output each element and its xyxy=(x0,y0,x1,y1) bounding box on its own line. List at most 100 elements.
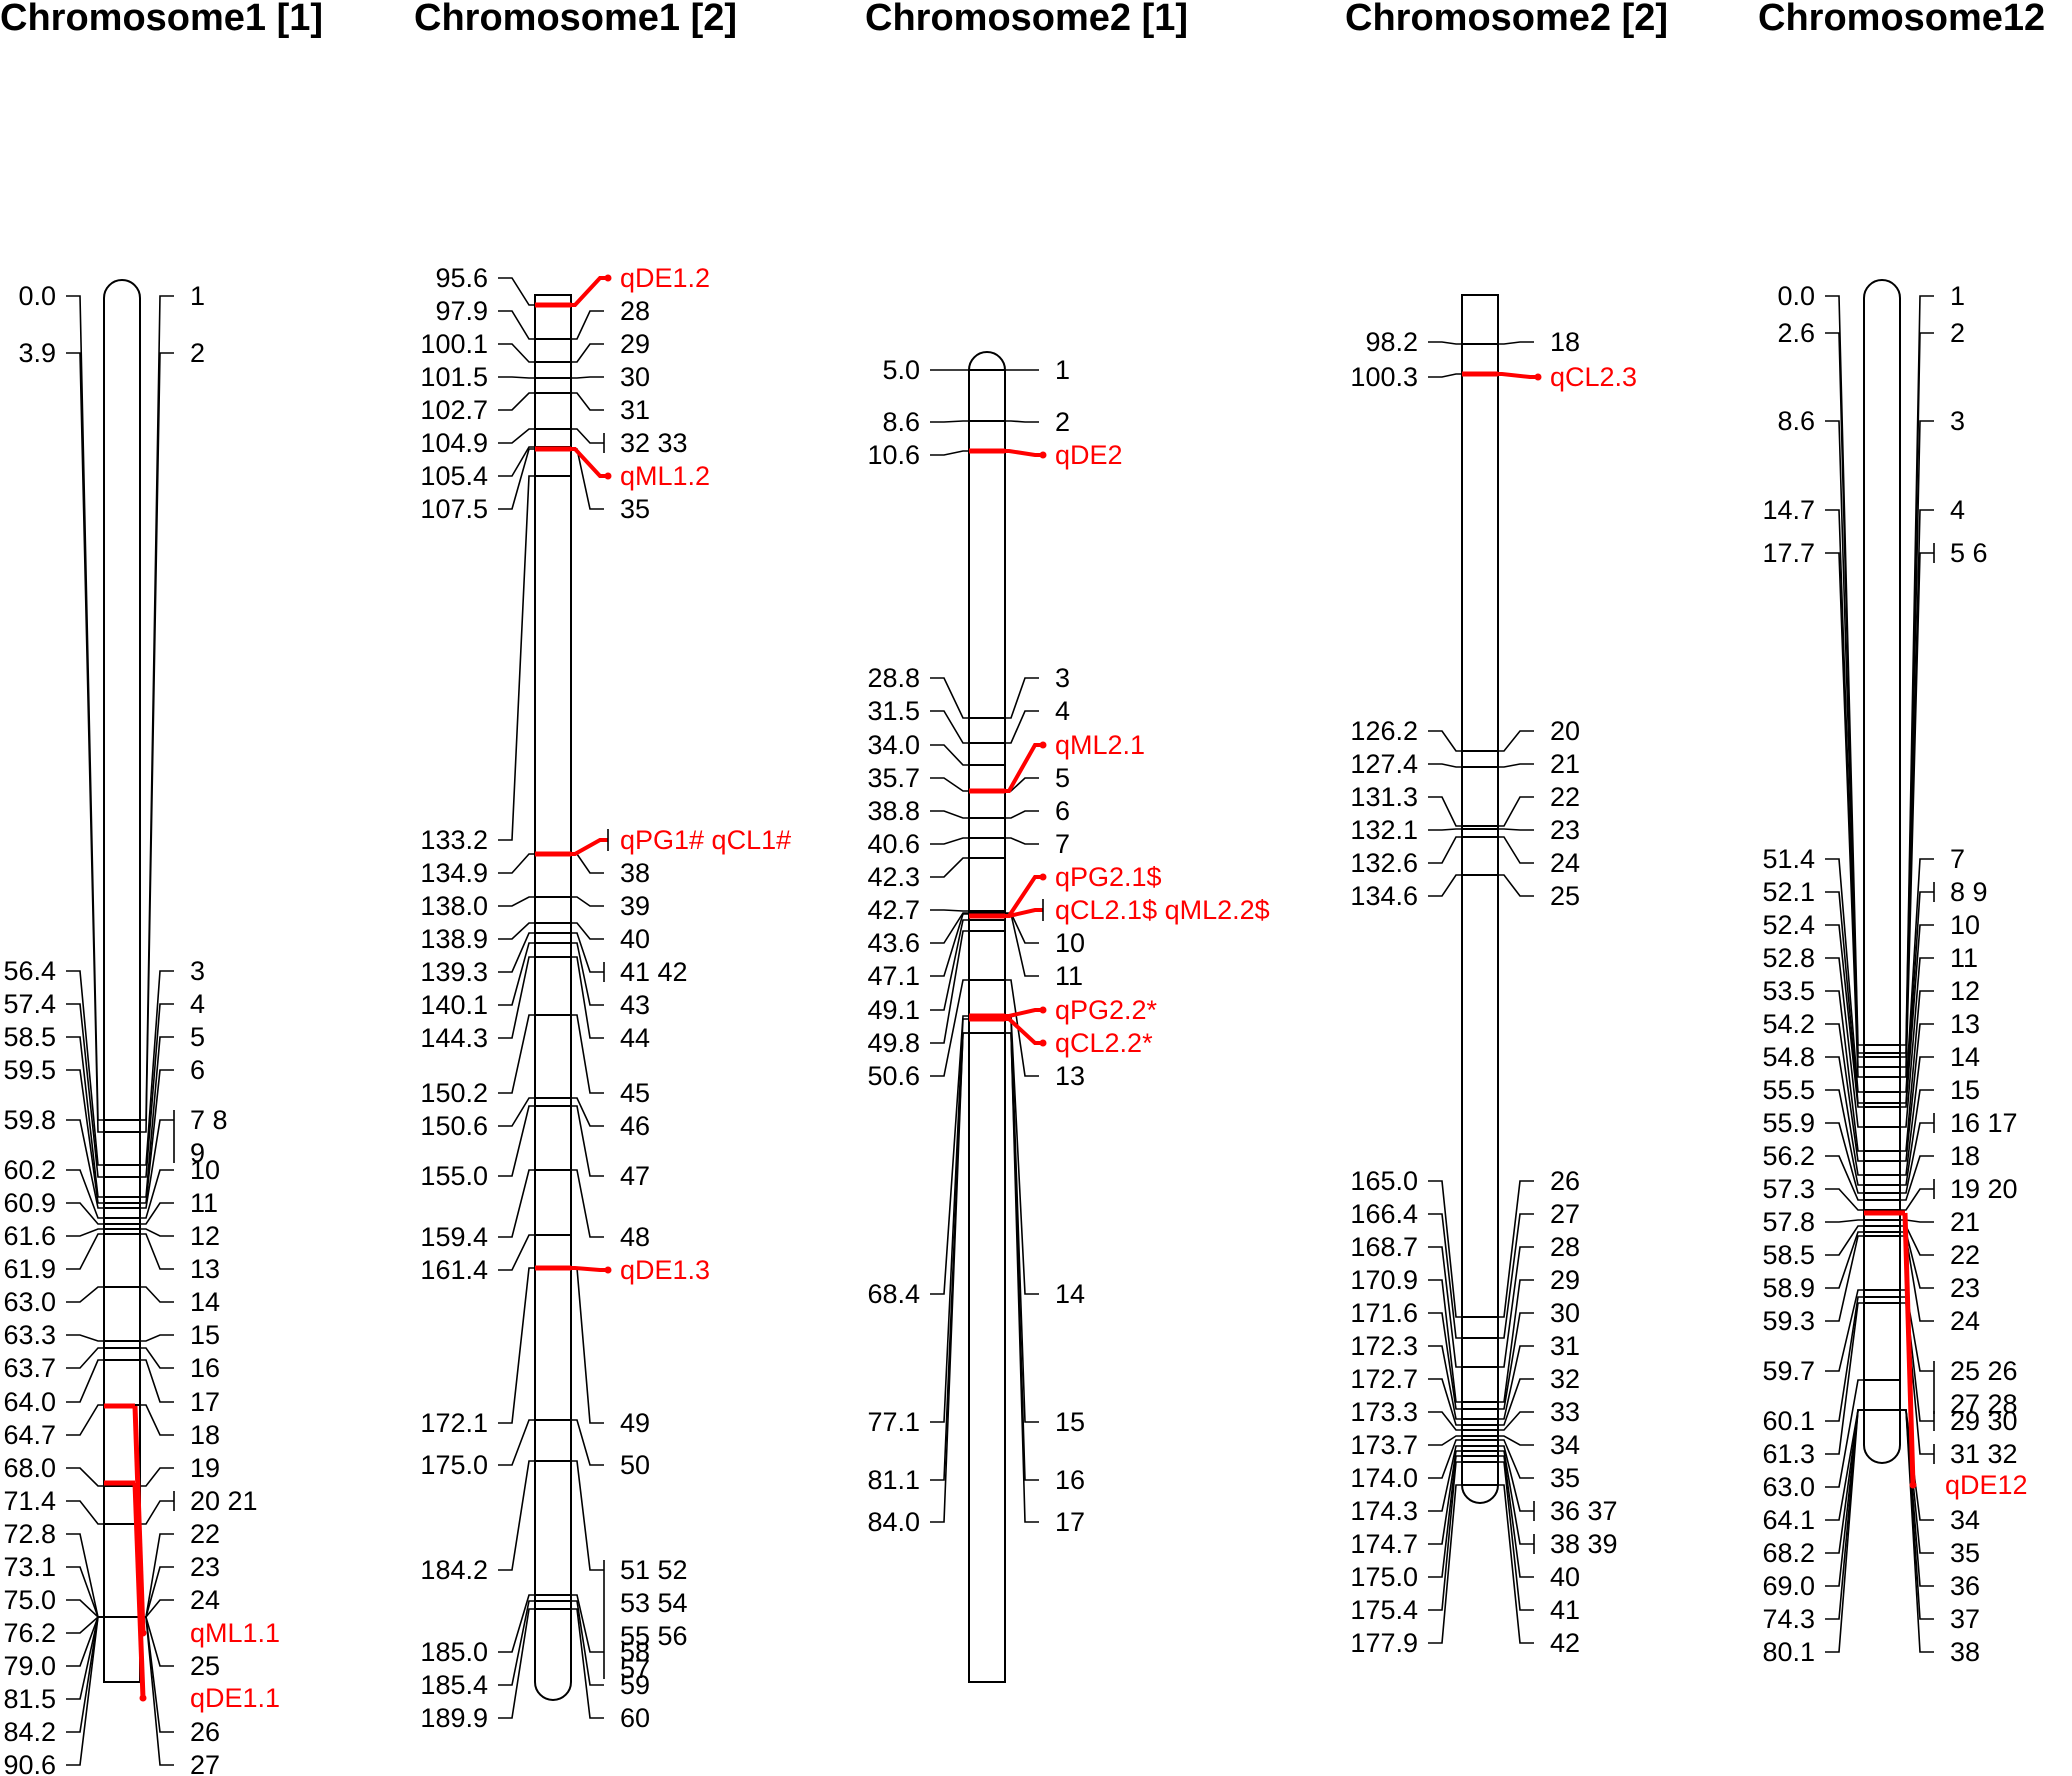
marker-connector-left xyxy=(1428,796,1462,827)
qtl-end-dot xyxy=(1039,873,1047,881)
marker-connector-left xyxy=(66,1036,104,1198)
marker-connector-right xyxy=(1900,1155,1934,1201)
chromosome-title: Chromosome2 [1] xyxy=(865,0,1188,39)
marker-label: 40 xyxy=(620,924,650,954)
marker-connector-left xyxy=(1825,1225,1864,1256)
marker-position: 159.4 xyxy=(420,1222,488,1252)
marker-position: 34.0 xyxy=(867,730,920,760)
marker-position: 75.0 xyxy=(3,1585,56,1615)
marker-position: 64.1 xyxy=(1762,1505,1815,1535)
qtl-qml2-1: qML2.1 xyxy=(969,730,1145,794)
marker-label: 24 xyxy=(1950,1306,1980,1336)
marker-connector-left xyxy=(930,909,969,912)
marker-position: 174.0 xyxy=(1350,1463,1418,1493)
marker-connector-right xyxy=(1005,677,1039,719)
qtl-qde1-3: qDE1.3 xyxy=(535,1255,710,1285)
marker-connector-right xyxy=(571,853,604,874)
qtl-qde1-2: qDE1.2 xyxy=(535,263,710,308)
marker-connector-right xyxy=(1005,420,1039,423)
marker-connector-right xyxy=(1498,1461,1534,1611)
marker-label: 24 xyxy=(1550,848,1580,878)
marker-connector-left xyxy=(498,1097,535,1127)
marker-connector-left xyxy=(66,1599,104,1618)
marker-label: 36 37 xyxy=(1550,1496,1618,1526)
marker-position: 55.9 xyxy=(1762,1108,1815,1138)
marker-position: 77.1 xyxy=(867,1407,920,1437)
marker-position: 61.6 xyxy=(3,1221,56,1251)
marker-connector-left xyxy=(498,392,535,411)
marker-connector-left xyxy=(498,475,535,841)
marker-label: 25 26 xyxy=(1950,1356,2018,1386)
marker-position: 168.7 xyxy=(1350,1232,1418,1262)
qtl-label: qDE1.2 xyxy=(620,263,710,293)
marker-connector-right xyxy=(571,1419,604,1466)
marker-connector-right xyxy=(1498,1439,1534,1479)
marker-position: 51.4 xyxy=(1762,844,1815,874)
marker-position: 155.0 xyxy=(420,1161,488,1191)
qtl-label: qDE1.1 xyxy=(190,1683,280,1713)
marker-connector-right xyxy=(1900,1023,1934,1162)
qtl-connector xyxy=(1005,908,1043,918)
marker-connector-right xyxy=(1498,341,1534,345)
marker-position: 173.3 xyxy=(1350,1397,1418,1427)
marker-connector-right xyxy=(571,310,604,340)
marker-label: 7 xyxy=(1055,829,1070,859)
marker-position: 49.8 xyxy=(867,1028,920,1058)
marker-connector-left xyxy=(930,1015,969,1295)
marker-label: 6 xyxy=(1055,796,1070,826)
marker-label: 11 xyxy=(190,1188,218,1218)
marker-connector-right xyxy=(1498,1345,1534,1420)
qtl-label: qPG2.2* xyxy=(1055,995,1158,1025)
marker-label: 18 xyxy=(190,1420,220,1450)
marker-label: 16 17 xyxy=(1950,1108,2018,1138)
qtl-end-dot xyxy=(1039,741,1047,749)
marker-position: 161.4 xyxy=(420,1255,488,1285)
qtl-qpg1-qcl1: qPG1# qCL1# xyxy=(535,825,791,857)
chromosome-body xyxy=(1863,279,1901,1464)
chromosome-body xyxy=(1461,294,1499,1504)
marker-position: 172.1 xyxy=(420,1408,488,1438)
marker-connector-right xyxy=(1900,858,1934,1093)
marker-label: 21 xyxy=(1550,749,1580,779)
marker-position: 170.9 xyxy=(1350,1265,1418,1295)
marker-label: 4 xyxy=(1950,495,1965,525)
marker-label: 34 xyxy=(1950,1505,1980,1535)
marker-connector-left xyxy=(1825,1235,1864,1322)
marker-connector-right xyxy=(1498,1435,1534,1446)
marker-connector-right xyxy=(1005,912,1039,944)
marker-connector-left xyxy=(498,428,535,444)
marker-position: 68.4 xyxy=(867,1279,920,1309)
qtl-qde2: qDE2 xyxy=(969,440,1123,470)
marker-connector-right xyxy=(140,1036,174,1198)
marker-connector-left xyxy=(66,295,104,1121)
marker-connector-left xyxy=(66,1202,104,1225)
marker-connector-left xyxy=(1825,1219,1864,1223)
marker-position: 63.0 xyxy=(1762,1472,1815,1502)
marker-connector-right xyxy=(571,956,604,1039)
marker-connector-left xyxy=(930,420,969,423)
marker-connector-right xyxy=(571,1014,604,1094)
marker-position: 133.2 xyxy=(420,825,488,855)
marker-connector-left xyxy=(498,1169,535,1238)
marker-position: 5.0 xyxy=(882,355,920,385)
marker-position: 59.3 xyxy=(1762,1306,1815,1336)
marker-position: 60.9 xyxy=(3,1188,56,1218)
marker-connector-right xyxy=(140,1467,174,1487)
qtl-connector xyxy=(571,447,608,478)
qtl-end-dot xyxy=(604,1266,612,1274)
marker-connector-right xyxy=(1900,1409,1934,1653)
marker-connector-left xyxy=(498,1234,535,1271)
marker-connector-left xyxy=(930,913,969,977)
marker-position: 47.1 xyxy=(867,961,920,991)
marker-connector-left xyxy=(498,1460,535,1571)
marker-label: 23 xyxy=(190,1552,220,1582)
marker-position: 102.7 xyxy=(420,395,488,425)
marker-position: 177.9 xyxy=(1350,1628,1418,1658)
marker-position: 175.0 xyxy=(420,1450,488,1480)
marker-connector-right xyxy=(1498,1180,1534,1318)
marker-connector-left xyxy=(930,857,969,878)
marker-position: 144.3 xyxy=(420,1023,488,1053)
marker-connector-right xyxy=(140,1003,174,1178)
